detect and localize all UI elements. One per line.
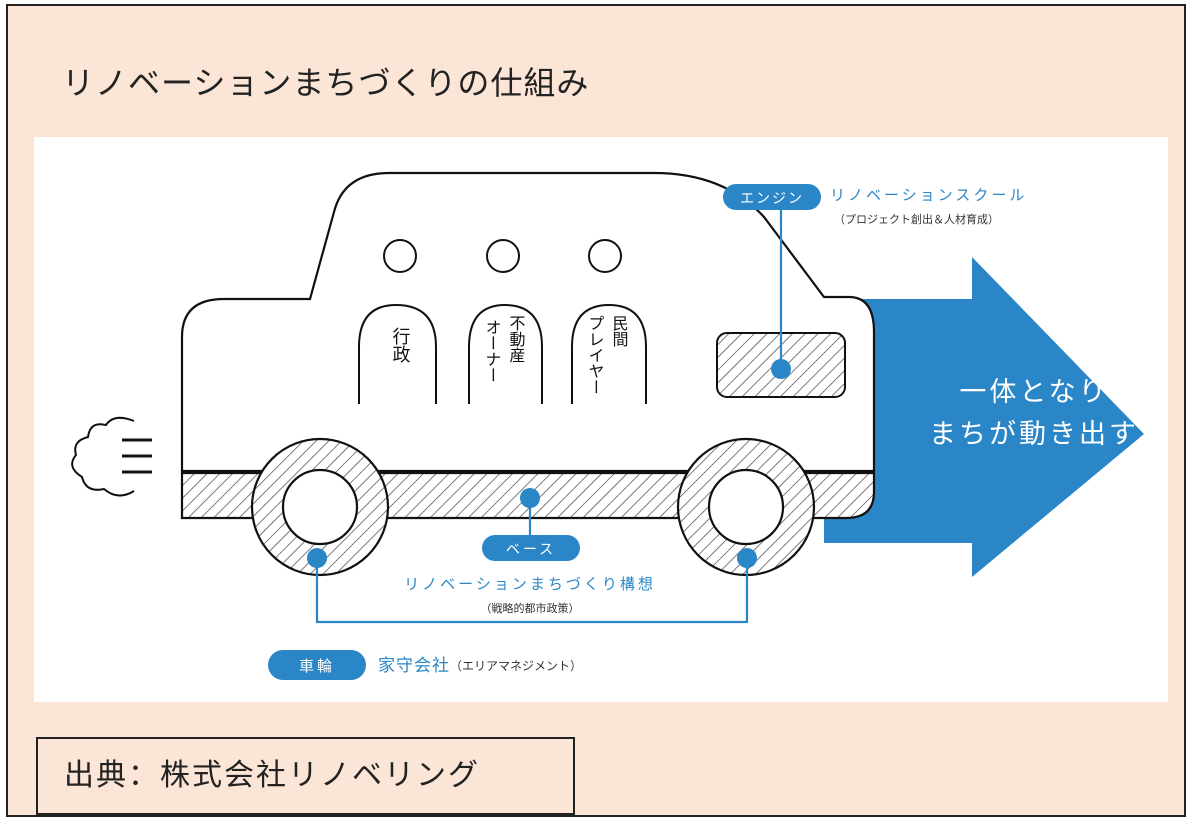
wheel-name: 家守会社 (378, 656, 450, 676)
person-2 (468, 239, 543, 404)
person-2-label-a: オーナー (483, 319, 502, 383)
wheel-badge (268, 650, 366, 680)
engine-badge-label: エンジン (740, 191, 804, 207)
page-title: リノベーションまちづくりの仕組み (62, 64, 590, 102)
person-1-label: 行政 (390, 327, 411, 363)
person-1 (358, 239, 437, 404)
exhaust-cloud (71, 416, 135, 497)
arrow-text-2: まちが動き出す (929, 419, 1139, 450)
base-name: リノベーションまちづくり構想 (404, 575, 656, 593)
base-badge-label: ベース (506, 542, 556, 558)
person-2-label-b: 不動産 (507, 315, 526, 363)
engine-dot (771, 359, 791, 379)
front-wheel (676, 437, 816, 577)
person-3-label-a: プレイヤー (586, 315, 605, 395)
rear-wheel (250, 437, 390, 577)
engine-name: リノベーションスクール (830, 186, 1027, 204)
car-diagram: 一体となり まちが動き出す 行政 オーナー (71, 171, 1144, 680)
forward-arrow (824, 257, 1144, 577)
person-3 (571, 239, 647, 404)
wheel-sub: （エリアマネジメント） (450, 659, 582, 673)
wheel-connector (315, 558, 749, 624)
engine-badge (723, 184, 821, 210)
engine-sub: （プロジェクト創出＆人材育成） (834, 212, 999, 226)
base-badge (482, 535, 580, 561)
wheel-badge-label: 車輪 (299, 657, 335, 675)
page-frame: リノベーションまちづくりの仕組み 一体となり まちが動き出す (6, 4, 1186, 817)
arrow-text-1: 一体となり (959, 377, 1108, 408)
person-3-label-b: 民間 (610, 315, 629, 348)
diagram-panel: 一体となり まちが動き出す 行政 オーナー (34, 137, 1168, 702)
source-citation: 出典：株式会社リノベリング (36, 737, 575, 815)
base-sub: （戦略的都市政策） (481, 601, 580, 615)
